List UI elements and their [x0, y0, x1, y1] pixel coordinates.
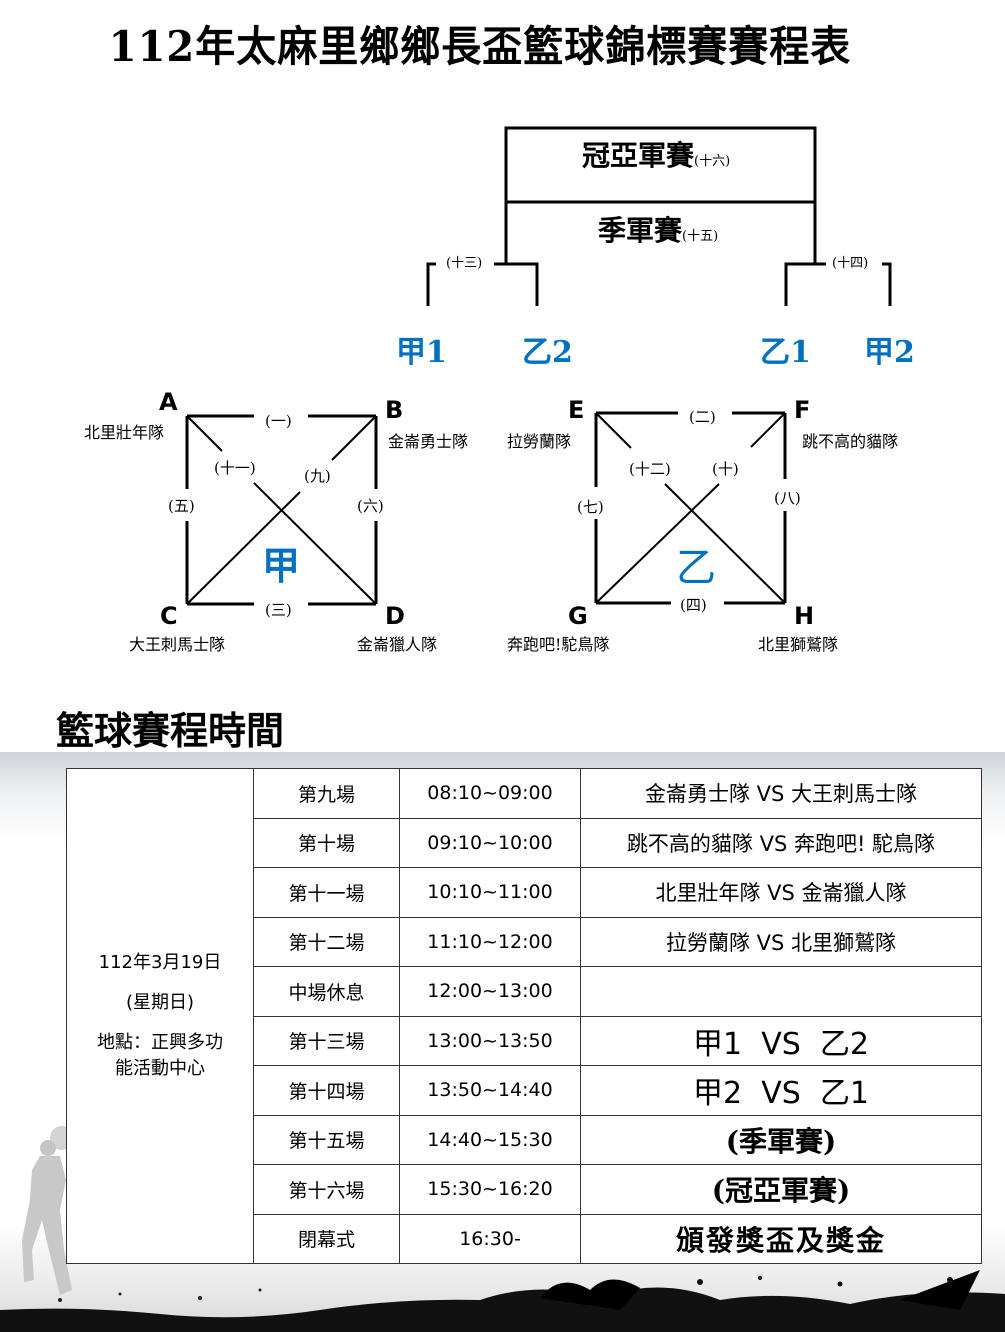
game-cell: 第十六場: [253, 1164, 400, 1215]
weekday-text: (星期日): [125, 991, 195, 1013]
third-place-label: 季軍賽(十五): [598, 209, 718, 249]
team-g-name: 奔跑吧!駝鳥隊: [507, 635, 610, 654]
time-cell: 13:50~14:40: [399, 1065, 581, 1116]
basketball-player-icon: [22, 1126, 74, 1295]
game-12: (十二): [629, 460, 671, 478]
table-row: 112年3月19日 (星期日) 地點：正興多功 能活動中心 第九場 08:10~…: [66, 768, 982, 1264]
time-cell: 10:10~11:00: [399, 867, 581, 918]
group-jia-label: 甲: [262, 543, 301, 588]
table-row: 中場休息 12:00~13:00: [67, 966, 982, 1017]
match-cell: (季軍賽): [580, 1114, 982, 1165]
page-title: 112年太麻里鄉鄉長盃籃球錦標賽賽程表: [108, 22, 852, 72]
team-f-name: 跳不高的貓隊: [802, 432, 899, 451]
corner-letter-e: E: [568, 396, 585, 424]
game-cell: 中場休息: [253, 966, 400, 1017]
time-cell: 14:40~15:30: [399, 1114, 581, 1165]
corner-letter-b: B: [385, 396, 404, 424]
game-2: (二): [689, 408, 716, 426]
game-cell: 閉幕式: [253, 1213, 400, 1264]
time-cell: 15:30~16:20: [399, 1164, 581, 1215]
team-a-name: 北里壯年隊: [84, 423, 165, 442]
game-6: (六): [357, 497, 384, 515]
team-d-name: 金崙獵人隊: [357, 635, 438, 654]
game-cell: 第十二場: [253, 916, 400, 967]
match-cell: 頒發獎盃及獎金: [580, 1213, 982, 1264]
table-row: 第十三場 13:00~13:50 甲1 VS 乙2: [67, 1015, 982, 1066]
game-3: (三): [265, 601, 292, 619]
game-cell: 第十三場: [253, 1015, 400, 1066]
seed-yi-1: 乙1: [760, 335, 811, 370]
time-cell: 08:10~09:00: [399, 768, 581, 819]
game-cell: 第十一場: [253, 867, 400, 918]
team-e-name: 拉勞蘭隊: [507, 432, 572, 451]
date-text: 112年3月19日: [98, 951, 222, 973]
game-8: (八): [774, 489, 801, 507]
match-cell: 跳不高的貓隊 VS 奔跑吧! 駝鳥隊: [580, 817, 982, 868]
match-cell: 拉勞蘭隊 VS 北里獅鷲隊: [580, 916, 982, 967]
game-cell: 第十四場: [253, 1065, 400, 1116]
seed-jia-2: 甲2: [864, 335, 915, 370]
time-cell: 16:30-: [399, 1213, 581, 1264]
match-cell: 北里壯年隊 VS 金崙獵人隊: [580, 867, 982, 918]
match-cell: (冠亞軍賽): [580, 1164, 982, 1215]
venue-line-2: 能活動中心: [115, 1058, 205, 1080]
time-cell: 09:10~10:00: [399, 817, 581, 868]
group-yi-lines: [594, 411, 787, 605]
time-cell: 11:10~12:00: [399, 916, 581, 967]
final-title: 冠亞軍賽: [582, 139, 695, 172]
corner-letter-g: G: [568, 602, 588, 630]
venue-line-1: 地點：正興多功: [97, 1032, 223, 1053]
third-place-game-number: (十五): [682, 229, 719, 244]
semi-right-bracket-a: [784, 262, 826, 306]
table-row: 閉幕式 16:30- 頒發獎盃及獎金: [67, 1213, 982, 1264]
corner-letter-d: D: [385, 602, 405, 630]
corner-letter-h: H: [794, 602, 815, 630]
semi-right-bracket-b: [882, 262, 892, 306]
corner-letter-f: F: [794, 396, 811, 424]
game-10: (十): [712, 460, 739, 478]
ink-splash-decoration: [0, 1270, 1005, 1332]
corner-letter-a: A: [159, 388, 178, 416]
date-venue-cell: 112年3月19日 (星期日) 地點：正興多功 能活動中心: [66, 768, 254, 1264]
team-b-name: 金崙勇士隊: [388, 432, 469, 451]
match-cell: 甲2 VS 乙1: [580, 1065, 982, 1116]
semi-right-game-number: (十四): [832, 256, 869, 271]
table-row: 第十一場 10:10~11:00 北里壯年隊 VS 金崙獵人隊: [67, 867, 982, 918]
table-row: 第十場 09:10~10:00 跳不高的貓隊 VS 奔跑吧! 駝鳥隊: [67, 817, 982, 868]
game-9: (九): [304, 467, 331, 485]
schedule-title: 籃球賽程時間: [56, 708, 285, 753]
third-place-title: 季軍賽: [598, 214, 683, 247]
time-cell: 13:00~13:50: [399, 1015, 581, 1066]
game-7: (七): [577, 498, 604, 516]
game-5: (五): [168, 497, 195, 515]
seed-jia-1: 甲1: [396, 335, 447, 370]
schedule-table: 112年3月19日 (星期日) 地點：正興多功 能活動中心 第九場 08:10~…: [66, 768, 982, 1264]
bracket-diagram: [185, 126, 892, 606]
table-row: 第十六場 15:30~16:20 (冠亞軍賽): [67, 1164, 982, 1215]
game-cell: 第十五場: [253, 1114, 400, 1165]
game-4: (四): [680, 596, 707, 614]
seed-yi-2: 乙2: [522, 335, 573, 370]
semi-left-bracket-a: [426, 262, 436, 306]
game-cell: 第九場: [253, 768, 400, 819]
group-jia-lines: [185, 414, 378, 606]
final-label: 冠亞軍賽(十六): [582, 134, 730, 174]
semi-left-game-number: (十三): [446, 256, 483, 271]
match-cell: 甲1 VS 乙2: [580, 1015, 982, 1066]
semi-left-bracket-b: [494, 262, 539, 306]
time-cell: 12:00~13:00: [399, 966, 581, 1017]
team-h-name: 北里獅鷲隊: [758, 635, 839, 654]
game-11: (十一): [214, 459, 256, 477]
group-yi-label: 乙: [676, 545, 716, 591]
match-cell: [580, 966, 982, 1017]
match-cell: 金崙勇士隊 VS 大王刺馬士隊: [580, 768, 982, 819]
game-1: (一): [265, 412, 292, 430]
table-row: 第十四場 13:50~14:40 甲2 VS 乙1: [67, 1065, 982, 1116]
table-row: 第十二場 11:10~12:00 拉勞蘭隊 VS 北里獅鷲隊: [67, 916, 982, 967]
final-game-number: (十六): [694, 154, 731, 169]
team-c-name: 大王刺馬士隊: [129, 635, 226, 654]
corner-letter-c: C: [160, 602, 178, 630]
game-cell: 第十場: [253, 817, 400, 868]
